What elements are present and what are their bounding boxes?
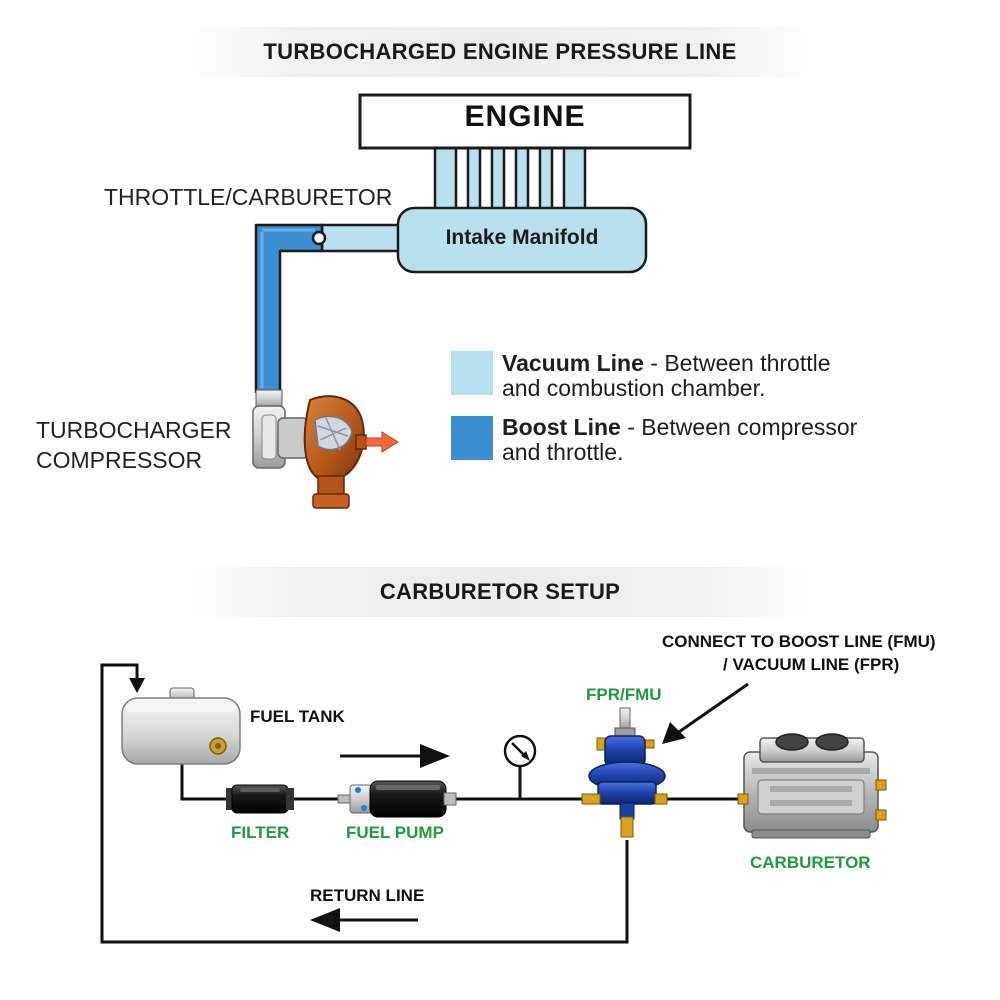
throttle-valve <box>311 230 327 246</box>
boost-line-pipe <box>254 223 324 394</box>
boost-legend-swatch <box>451 416 493 460</box>
pressure-gauge-icon <box>503 734 537 768</box>
flow-direction-arrow <box>340 744 450 768</box>
carburetor-image <box>737 733 887 839</box>
boost-legend-text: Boost Line - Between compressor and thro… <box>502 415 857 465</box>
vacuum-legend-desc2: and combustion chamber. <box>502 375 766 401</box>
fuel-pump-label: FUEL PUMP <box>346 823 444 842</box>
connect-pointer-arrow <box>662 682 749 744</box>
fuel-lines <box>100 663 738 944</box>
boost-legend-name: Boost Line <box>502 414 621 440</box>
turbocharger-label-line2: COMPRESSOR <box>36 447 203 473</box>
intake-runners <box>433 146 587 220</box>
fpr-fmu-regulator-image <box>581 707 668 838</box>
boost-legend-desc1: - Between compressor <box>620 414 858 440</box>
fuel-filter-image <box>226 784 294 814</box>
top-section-title: TURBOCHARGED ENGINE PRESSURE LINE <box>263 39 737 64</box>
fpr-fmu-label: FPR/FMU <box>586 685 662 704</box>
engine-label: ENGINE <box>464 100 586 133</box>
intake-manifold <box>396 206 648 274</box>
turbocharger-image <box>252 389 399 509</box>
vacuum-legend-swatch <box>451 351 493 395</box>
fuel-tank-image <box>121 687 241 765</box>
fuel-tank-label: FUEL TANK <box>250 707 345 726</box>
vacuum-legend-desc1: - Between throttle <box>643 350 831 376</box>
boost-legend-desc2: and throttle. <box>502 439 624 465</box>
throttle-carburetor-label: THROTTLE/CARBURETOR <box>104 184 393 210</box>
carburetor-label: CARBURETOR <box>750 853 871 872</box>
bottom-title-band <box>185 567 815 617</box>
connect-label-line2: / VACUUM LINE (FPR) <box>723 655 900 674</box>
return-line-arrow <box>310 908 418 932</box>
vacuum-legend-name: Vacuum Line <box>502 350 644 376</box>
connect-label-line1: CONNECT TO BOOST LINE (FMU) <box>662 632 936 651</box>
turbocharger-label-line1: TURBOCHARGER <box>36 417 232 443</box>
engine-block <box>358 93 692 150</box>
return-entry-arrow <box>129 678 145 693</box>
top-title-band <box>185 27 815 77</box>
fuel-pump-image <box>337 780 457 818</box>
bottom-section-title: CARBURETOR SETUP <box>379 579 621 604</box>
return-line-label: RETURN LINE <box>310 886 425 905</box>
filter-label: FILTER <box>231 823 290 842</box>
vacuum-legend-text: Vacuum Line - Between throttle and combu… <box>502 351 831 401</box>
intake-manifold-label: Intake Manifold <box>445 226 599 249</box>
